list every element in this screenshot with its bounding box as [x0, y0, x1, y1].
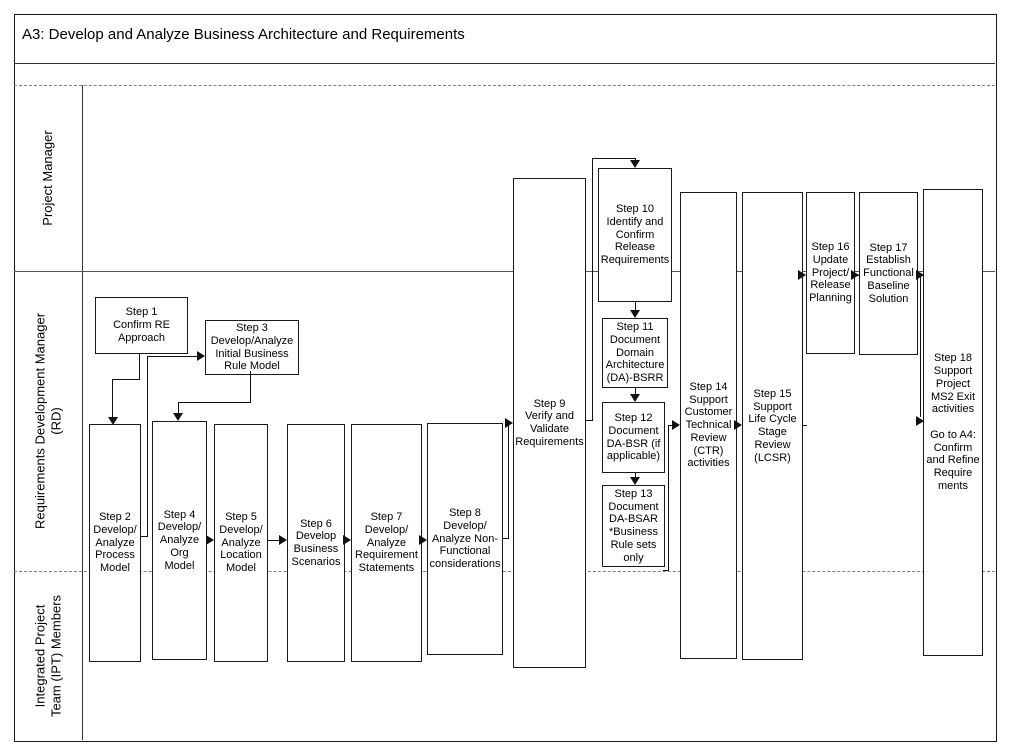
lane-divider-rd-ipt: [14, 571, 995, 572]
step-box-10: Step 10 Identify and Confirm Release Req…: [598, 168, 672, 302]
step-box-11: Step 11 Document Domain Architecture (DA…: [602, 318, 668, 388]
lane-label-column-divider: [82, 85, 83, 740]
arrowhead-icon: [279, 535, 287, 545]
arrowhead-icon: [672, 420, 680, 430]
header-band-divider: [14, 85, 995, 86]
step-box-18: Step 18 Support Project MS2 Exit activit…: [923, 189, 983, 656]
arrowhead-icon: [734, 420, 742, 430]
connector-segment: [503, 538, 509, 539]
arrowhead-icon: [173, 413, 183, 421]
connector-segment: [592, 158, 593, 421]
connector-segment: [635, 473, 636, 479]
arrowhead-icon: [630, 477, 640, 485]
connector-segment: [178, 402, 179, 415]
arrowhead-icon: [916, 270, 924, 280]
connector-segment: [635, 302, 636, 312]
step-box-12: Step 12 Document DA-BSR (if applicable): [602, 402, 665, 473]
connector-segment: [668, 425, 673, 426]
arrowhead-icon: [851, 270, 859, 280]
connector-segment: [802, 275, 803, 426]
diagram-outer-border: [14, 14, 997, 742]
lane-label-requirements-development-manager: Requirements Development Manager (RD): [32, 312, 63, 530]
arrowhead-icon: [916, 416, 924, 426]
connector-segment: [508, 423, 509, 539]
arrowhead-icon: [630, 160, 640, 168]
arrowhead-icon: [798, 270, 806, 280]
step-box-17: Step 17 Establish Functional Baseline So…: [859, 192, 918, 355]
connector-segment: [112, 379, 140, 380]
step-box-9: Step 9 Verify and Validate Requirements: [513, 178, 586, 668]
connector-segment: [250, 371, 251, 403]
step-box-1: Step 1 Confirm RE Approach: [95, 297, 188, 354]
arrowhead-icon: [108, 417, 118, 425]
title-divider: [14, 63, 995, 64]
lane-label-project-manager: Project Manager: [40, 130, 56, 226]
arrowhead-icon: [630, 394, 640, 402]
connector-segment: [112, 379, 113, 418]
step-box-4: Step 4 Develop/ Analyze Org Model: [152, 421, 207, 660]
connector-segment: [139, 353, 140, 380]
lane-divider-pm-rd: [14, 271, 995, 272]
connector-segment: [178, 402, 251, 403]
connector-segment: [268, 540, 280, 541]
step-box-13: Step 13 Document DA-BSAR *Business Rule …: [602, 485, 665, 567]
step-box-6: Step 6 Develop Business Scenarios: [287, 424, 345, 662]
arrowhead-icon: [419, 535, 427, 545]
connector-segment: [141, 536, 148, 537]
step-box-2: Step 2 Develop/ Analyze Process Model: [89, 424, 141, 662]
connector-segment: [668, 425, 669, 571]
arrowhead-icon: [197, 351, 205, 361]
arrowhead-icon: [206, 535, 214, 545]
arrowhead-icon: [630, 310, 640, 318]
connector-segment: [663, 570, 669, 571]
step-box-5: Step 5 Develop/ Analyze Location Model: [214, 424, 268, 662]
step-box-15: Step 15 Support Life Cycle Stage Review …: [742, 192, 803, 660]
connector-segment: [803, 425, 807, 426]
connector-segment: [586, 420, 593, 421]
step-box-7: Step 7 Develop/ Analyze Requirement Stat…: [351, 424, 422, 662]
arrowhead-icon: [343, 535, 351, 545]
step-box-16: Step 16 Update Project/ Release Planning: [806, 192, 855, 354]
step-box-14: Step 14 Support Customer Technical Revie…: [680, 192, 737, 659]
lane-label-ipt-members: Integrated Project Team (IPT) Members: [32, 594, 63, 717]
connector-segment: [147, 356, 148, 537]
step-box-3: Step 3 Develop/Analyze Initial Business …: [205, 320, 299, 375]
connector-segment: [635, 388, 636, 396]
connector-segment: [920, 277, 921, 417]
step-box-8: Step 8 Develop/ Analyze Non- Functional …: [427, 423, 503, 655]
page-title: A3: Develop and Analyze Business Archite…: [22, 26, 465, 43]
connector-segment: [592, 158, 636, 159]
connector-segment: [147, 356, 198, 357]
arrowhead-icon: [505, 418, 513, 428]
